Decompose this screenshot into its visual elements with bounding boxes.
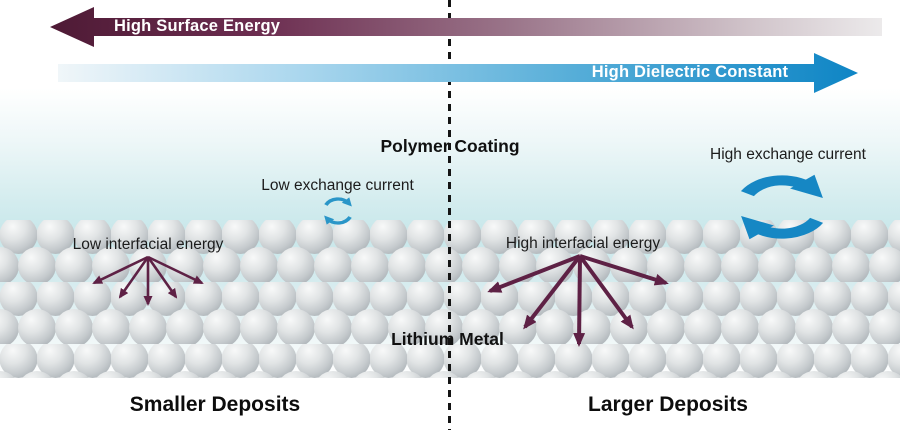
lithium-metal-label: Lithium Metal xyxy=(391,329,504,349)
smaller-deposits-label: Smaller Deposits xyxy=(129,393,301,416)
surface-energy-label: High Surface Energy xyxy=(114,17,281,35)
radiating-arrows-icon-large xyxy=(487,254,669,347)
cycle-arrows-icon-large xyxy=(740,174,824,240)
radiating-arrows-icon-small xyxy=(92,255,204,306)
polymer-coating-label: Polymer Coating xyxy=(380,136,520,156)
divider-dashed-line xyxy=(448,0,451,430)
dielectric-constant-arrow xyxy=(58,53,858,93)
dielectric-arrow-shape xyxy=(58,53,858,93)
low-exchange-current-label: Low exchange current xyxy=(261,177,414,194)
larger-deposits-label: Larger Deposits xyxy=(588,393,748,416)
surface-energy-arrow xyxy=(50,7,882,47)
cycle-arrows-icon-small xyxy=(324,197,352,225)
high-interfacial-energy-label: High interfacial energy xyxy=(505,235,661,252)
high-exchange-current-label: High exchange current xyxy=(710,146,866,163)
dielectric-constant-label: High Dielectric Constant xyxy=(591,63,789,81)
surface-energy-arrow-shape xyxy=(50,7,882,47)
low-interfacial-energy-label: Low interfacial energy xyxy=(72,236,224,253)
